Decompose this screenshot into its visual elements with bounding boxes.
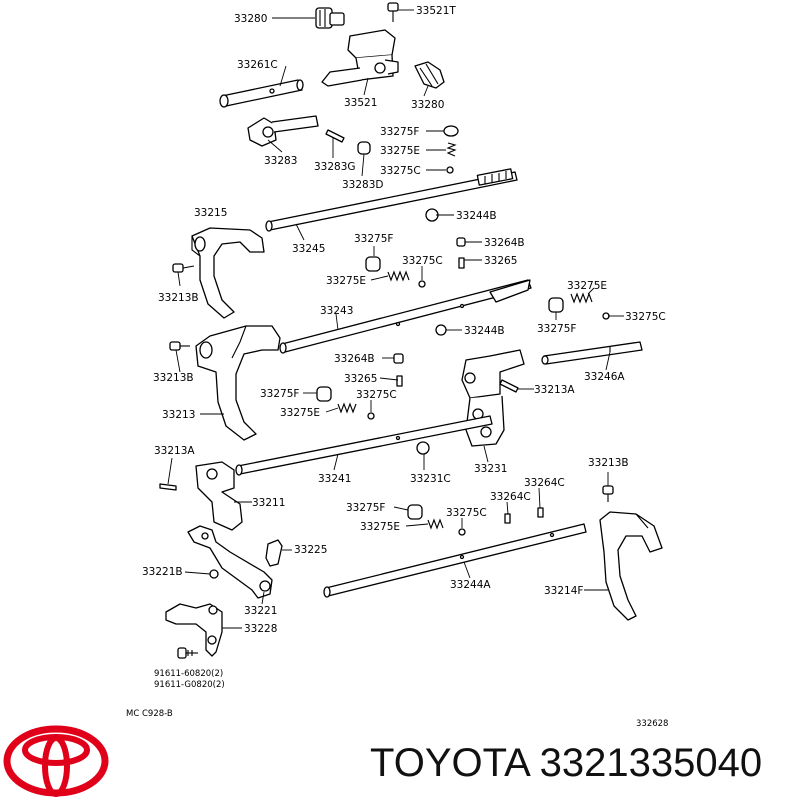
rod-33244a [323, 523, 587, 598]
pin-33213a-right [499, 379, 519, 393]
label-33283: 33283 [264, 155, 297, 167]
label-33275e-c: 33275E [567, 280, 607, 292]
label-33241: 33241 [318, 473, 351, 485]
label-33283d: 33283D [342, 179, 384, 191]
label-33214f: 33214F [544, 585, 583, 597]
label-33231: 33231 [474, 463, 507, 475]
shaft-33261c [219, 79, 304, 108]
label-33261c: 33261C [237, 59, 278, 71]
pins-33264c-lower [407, 504, 544, 536]
diagram-parts [159, 2, 663, 659]
label-33213: 33213 [162, 409, 195, 421]
rod-33245 [265, 168, 518, 232]
label-33264c-b: 33264C [490, 491, 531, 503]
fork-33214f [599, 511, 663, 621]
label-33213b-b: 33213B [153, 372, 194, 384]
label-33275c-e: 33275C [446, 507, 487, 519]
label-33245: 33245 [292, 243, 325, 255]
label-33275f-a: 33275F [380, 126, 419, 138]
part-labels: 33280 33521T 33261C 33521 33280 33275F 3… [126, 5, 668, 729]
rod-33246a [541, 341, 643, 365]
label-bolt-91611-g0820: 91611-G0820(2) [154, 680, 225, 690]
diagram-code-mc: MC C928-B [126, 709, 173, 719]
label-33244b-b: 33244B [464, 325, 505, 337]
head-33211 [195, 461, 243, 531]
brand-part-number: TOYOTA 3321335040 [370, 741, 762, 785]
plug-33275f-top [443, 125, 459, 174]
pin-33264b-top [456, 237, 466, 269]
label-33246a: 33246A [584, 371, 625, 383]
bolt-91611 [177, 647, 198, 659]
label-33264b-b: 33264B [334, 353, 375, 365]
label-33211: 33211 [252, 497, 285, 509]
label-33215: 33215 [194, 207, 227, 219]
label-33275e-b: 33275E [326, 275, 366, 287]
pin-33213a-left [159, 483, 177, 491]
label-33231c: 33231C [410, 473, 451, 485]
label-33244a: 33244A [450, 579, 491, 591]
label-33275e-d: 33275E [280, 407, 320, 419]
block-33225 [265, 539, 283, 567]
label-33275f-d: 33275F [260, 388, 299, 400]
leader-lines [167, 9, 624, 629]
plug-33280-top [315, 7, 345, 29]
label-33275c-a: 33275C [380, 165, 421, 177]
label-33280-top: 33280 [234, 13, 267, 25]
pin-33264b-mid [393, 353, 404, 387]
label-33275f-b: 33275F [354, 233, 393, 245]
label-33244b-a: 33244B [456, 210, 497, 222]
label-33283g: 33283G [314, 161, 356, 173]
plunger-33283 [247, 115, 319, 147]
plug-33275f-mid [365, 256, 426, 288]
bracket-33228 [165, 603, 223, 657]
label-33228: 33228 [244, 623, 277, 635]
label-33213a-b: 33213A [154, 445, 195, 457]
label-33213a-a: 33213A [534, 384, 575, 396]
label-33225: 33225 [294, 544, 327, 556]
ring-33244b-mid [435, 324, 447, 336]
label-33275c-d: 33275C [356, 389, 397, 401]
bolt-33213b-mid [169, 341, 190, 351]
head-33231 [461, 349, 525, 447]
label-33213b-c: 33213B [588, 457, 629, 469]
label-33221b: 33221B [142, 566, 183, 578]
label-33275f-c: 33275F [537, 323, 576, 335]
label-33521t: 33521T [416, 5, 456, 17]
plug-33280-right [414, 61, 445, 89]
ring-33231c [416, 441, 430, 455]
label-33521: 33521 [344, 97, 377, 109]
label-33280-right: 33280 [411, 99, 444, 111]
lever-33221 [187, 525, 273, 599]
label-33264b-a: 33264B [484, 237, 525, 249]
label-bolt-91611-60820: 91611-60820(2) [154, 669, 223, 679]
label-33265-a: 33265 [484, 255, 517, 267]
shift-head-33521 [321, 29, 399, 87]
bolt-33213b-right [602, 485, 614, 502]
label-33275f-e: 33275F [346, 502, 385, 514]
fork-33215 [191, 227, 265, 319]
label-33213b-a: 33213B [158, 292, 199, 304]
clip-33221b [209, 569, 219, 579]
pin-33283g [325, 129, 345, 143]
toyota-logo-icon [3, 725, 109, 797]
label-33264c-a: 33264C [524, 477, 565, 489]
rod-33241 [235, 415, 493, 476]
label-33275e-e: 33275E [360, 521, 400, 533]
bolt-33213b-upper [172, 263, 195, 273]
plug-33275f-right [548, 292, 610, 320]
label-33265-b: 33265 [344, 373, 377, 385]
fork-33213 [195, 325, 281, 441]
label-33275c-b: 33275C [402, 255, 443, 267]
label-33275c-c: 33275C [625, 311, 666, 323]
label-33275e-a: 33275E [380, 145, 420, 157]
plug-33275f-lowmid [316, 386, 375, 420]
bolt-33521t [387, 2, 399, 22]
rod-33243 [279, 279, 532, 354]
label-33243: 33243 [320, 305, 353, 317]
diagram-ref-number: 332628 [636, 719, 668, 729]
label-33221: 33221 [244, 605, 277, 617]
ball-33283d [357, 141, 371, 155]
